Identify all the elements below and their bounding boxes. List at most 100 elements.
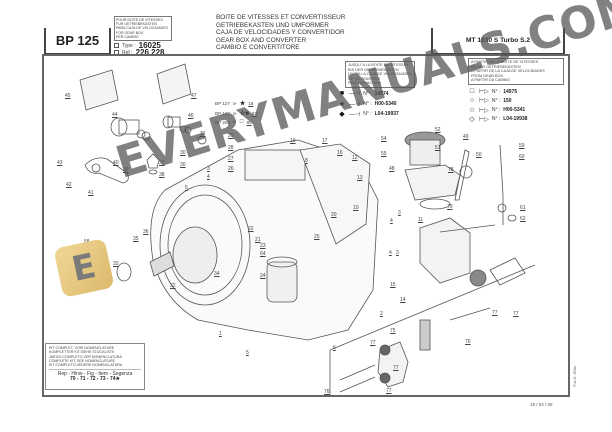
bp-ref-part: 80 bbox=[246, 119, 252, 125]
bp-ref-part: 63 bbox=[251, 111, 257, 116]
serial-value: H00-5340 bbox=[374, 101, 397, 107]
arrow-icon: ⊢▷ bbox=[479, 89, 489, 95]
note-line: HASTA LA CAJA DE VELOCIDADES bbox=[348, 72, 411, 76]
kit-divider bbox=[49, 369, 141, 371]
part-number-label: 44 bbox=[112, 112, 118, 118]
serial-label: N° : bbox=[491, 88, 501, 95]
page-date: 19 / 04 / 05 bbox=[530, 402, 553, 407]
until-serial-row: ■ —⊣ N° : 14974 bbox=[338, 90, 389, 97]
serial-label: N° : bbox=[491, 116, 501, 122]
bp-ref-symbol: ★ bbox=[239, 101, 246, 107]
title-line-es: CAJA DE VELOCIDADES Y CONVERTIDOR bbox=[216, 29, 345, 36]
part-number-label: 61 bbox=[520, 205, 526, 211]
part-number-label: 1 bbox=[219, 331, 222, 337]
part-number-label: 64 bbox=[260, 251, 266, 257]
arrow-icon: ⊳ bbox=[233, 119, 237, 124]
part-number-label: 48 bbox=[389, 166, 395, 172]
until-serial-row: ★ —⊣ N° : H00-5340 bbox=[338, 100, 397, 108]
part-number-label: 40 bbox=[113, 160, 119, 166]
part-number-label: 33 bbox=[113, 261, 119, 267]
kit-seq-line: 70 - 71 - 72 - 73 - 74★ bbox=[69, 375, 121, 382]
kit-line: KOMPLETTER KIT,SIEHE STÜCKLISTE bbox=[49, 350, 115, 355]
arrow-icon: ⊢▷ bbox=[479, 107, 489, 114]
part-number-label: 4 bbox=[207, 174, 210, 180]
arrow-icon: ⊳ bbox=[233, 110, 237, 116]
serial-label: N° : bbox=[363, 111, 372, 117]
part-number-label: 16 bbox=[337, 150, 343, 156]
part-number-label: 17 bbox=[322, 138, 328, 144]
part-number-label: 2 bbox=[380, 311, 383, 317]
part-number-label: 22 bbox=[248, 226, 254, 232]
serial-label: N° : bbox=[363, 90, 372, 97]
part-number-label: 13 bbox=[357, 175, 363, 181]
part-number-label: 77 bbox=[513, 311, 519, 317]
arrow-icon: —⊣ bbox=[349, 91, 361, 97]
part-number-label: 5 bbox=[246, 350, 249, 356]
filled-square-icon: ■ bbox=[339, 90, 345, 97]
part-number-label: 26 bbox=[228, 166, 234, 172]
type-row: Type : 16025 bbox=[114, 41, 161, 50]
bp-ref-part: 18 bbox=[248, 101, 254, 106]
serial-value: 14974 bbox=[374, 90, 389, 97]
part-number-label: 76 bbox=[324, 389, 330, 395]
part-number-label: 30 bbox=[180, 162, 186, 168]
note-line: A PARTIR DA CAMBIO bbox=[471, 78, 511, 82]
title-line-it: CAMBIO E CONVERTITORE bbox=[216, 44, 300, 51]
part-number-label: 31 bbox=[200, 131, 206, 137]
part-number-label: 24 bbox=[260, 273, 266, 279]
note-line: BIS DER GETRIEBEKASTEN bbox=[348, 67, 399, 72]
page-title: BOITE DE VITESSES ET CONVERTISSEUR GETRI… bbox=[216, 14, 345, 52]
part-number-label: 38 bbox=[159, 172, 165, 178]
part-number-label: 41 bbox=[88, 190, 94, 196]
part-number-label: 46 bbox=[188, 113, 194, 119]
part-number-label: 77 bbox=[393, 365, 399, 371]
serial-value: L04-19937 bbox=[374, 111, 399, 117]
part-number-label: 39 bbox=[123, 167, 129, 173]
until-serial-row: ◆ —⊣ N° : L04-19937 bbox=[338, 110, 399, 118]
gearbox-note-small: POUR BOITE DE VITESSES FUR GETRIEBEKASTE… bbox=[114, 16, 172, 42]
note-line: UP TO GEAR BOX bbox=[348, 76, 381, 81]
watermark-logo-icon: E bbox=[53, 238, 115, 298]
part-number-label: 23 bbox=[260, 243, 266, 249]
part-number-label: 45 bbox=[65, 93, 71, 99]
note-line: FROM GEAR BOX bbox=[471, 73, 504, 78]
part-number-label: 49 bbox=[463, 134, 469, 140]
serial-value: H00-5341 bbox=[503, 107, 526, 113]
serial-value: 14975 bbox=[503, 88, 518, 95]
bp-ref-code: BP 127 bbox=[215, 101, 230, 106]
bp-ref-symbol: ☆■ bbox=[239, 111, 249, 117]
note-line: POUR BOITE DE VITESSES bbox=[116, 18, 163, 22]
title-line-en: GEAR BOX AND CONVERTER bbox=[216, 36, 307, 44]
part-number-label: 3 bbox=[396, 250, 399, 256]
serial-label: N° : bbox=[491, 97, 501, 104]
outline-circle-icon: ○ bbox=[469, 97, 475, 104]
filled-diamond-icon: ◆ bbox=[339, 111, 345, 118]
kit-line: KIT COMPLETO,VEDERE NOMENCLATURA bbox=[49, 363, 123, 368]
note-line: JUSQU' A LA BOITE DE VITESSES bbox=[348, 63, 409, 67]
diagram-frame bbox=[42, 54, 570, 397]
part-number-label: 42 bbox=[66, 182, 72, 188]
note-line: PER CAMBIO bbox=[116, 34, 139, 39]
note-line: A PARTIR DE LA CAJA DE VELOCIDADES bbox=[471, 69, 545, 73]
note-line: PARA CAJA DE VELOCIDADES bbox=[116, 26, 168, 31]
ref-label: Ref : bbox=[122, 49, 133, 56]
part-number-label: 43 bbox=[57, 160, 63, 166]
arrow-icon: ⊳ bbox=[233, 100, 237, 106]
part-number-label: 12 bbox=[352, 155, 358, 161]
arrow-icon: ⊢▷ bbox=[479, 98, 489, 104]
bp-ref-row: BP 127 ⊳ ★ 18 bbox=[215, 100, 254, 108]
from-serial-row: ○ ⊢▷ N° : 150 bbox=[468, 97, 512, 104]
filled-star-icon: ★ bbox=[338, 101, 346, 108]
part-number-label: 15 bbox=[390, 282, 396, 288]
kit-rep-line: Rep - Hinw - Fig - Item - Segenza bbox=[57, 371, 133, 378]
kit-line: JUEGO COMPLETO,VER NOMENCLATURA bbox=[49, 354, 122, 359]
part-number-label: 50 bbox=[476, 152, 482, 158]
header-divider bbox=[42, 54, 570, 56]
note-line: FINO LA MACHINA bbox=[348, 81, 382, 85]
part-number-label: 47 bbox=[191, 93, 197, 99]
part-number-label: 10 bbox=[353, 205, 359, 211]
model-name: MT 1030 S Turbo S.2 bbox=[466, 37, 530, 44]
part-number-label: 59 bbox=[519, 143, 525, 149]
part-number-label: 77 bbox=[370, 340, 376, 346]
part-number-label: 34 bbox=[214, 271, 220, 277]
